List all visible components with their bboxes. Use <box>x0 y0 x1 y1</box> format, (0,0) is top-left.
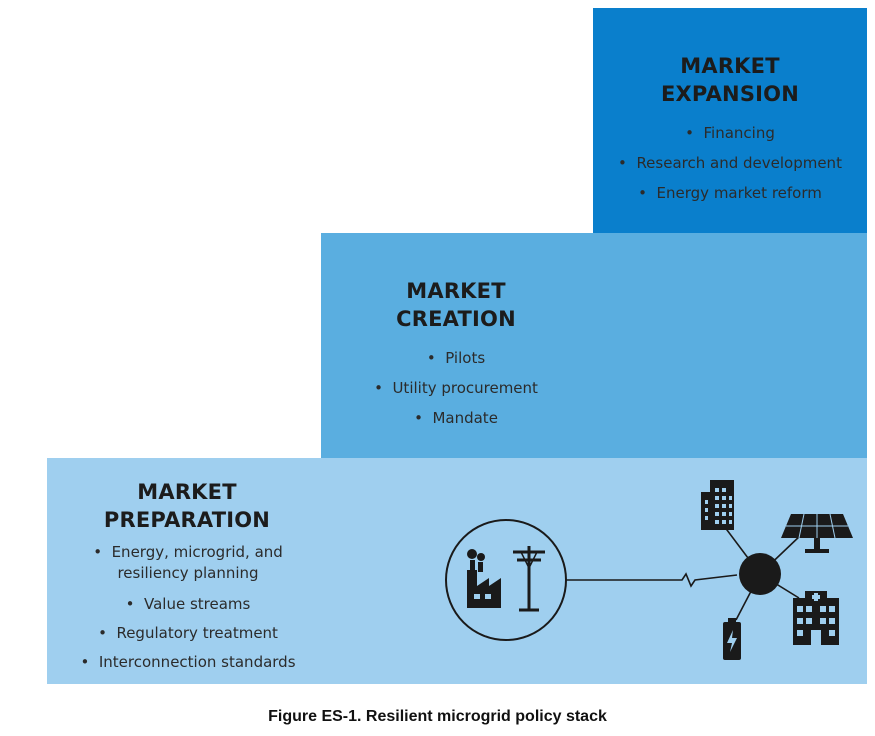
preparation-heading-line2: PREPARATION <box>103 508 271 532</box>
expansion-item-financing: Financing <box>593 118 867 148</box>
expansion-item-market-reform: Energy market reform <box>593 178 867 208</box>
expansion-heading-line1: MARKET <box>680 54 780 78</box>
preparation-item-interconnection: Interconnection standards <box>65 648 311 677</box>
preparation-bullet-list: Energy, microgrid, and resiliency planni… <box>65 542 311 677</box>
solar-panel-icon <box>781 513 853 553</box>
expansion-heading: MARKET EXPANSION <box>593 52 867 108</box>
creation-item-utility-procurement: Utility procurement <box>361 373 551 403</box>
creation-heading-line1: MARKET <box>406 279 506 303</box>
tier-market-creation: MARKET CREATION Pilots Utility procureme… <box>321 233 867 459</box>
preparation-heading-line1: MARKET <box>137 480 237 504</box>
preparation-item-planning: Energy, microgrid, and resiliency planni… <box>65 542 311 590</box>
preparation-item-value-streams: Value streams <box>65 590 311 619</box>
battery-icon <box>723 618 741 660</box>
utility-circle <box>445 519 567 641</box>
figure-caption: Figure ES-1. Resilient microgrid policy … <box>268 708 607 725</box>
creation-item-pilots: Pilots <box>361 343 551 373</box>
power-plant-icon <box>467 549 501 608</box>
tier-market-expansion: MARKET EXPANSION Financing Research and … <box>593 8 867 234</box>
microgrid-network-illustration <box>445 480 853 660</box>
creation-heading-line2: CREATION <box>396 307 516 331</box>
utility-pole-icon <box>513 546 545 612</box>
expansion-item-research: Research and development <box>593 148 867 178</box>
creation-item-mandate: Mandate <box>361 403 551 433</box>
office-building-icon <box>701 480 734 530</box>
hospital-icon <box>793 591 839 645</box>
preparation-item-regulatory: Regulatory treatment <box>65 619 311 648</box>
expansion-bullet-list: Financing Research and development Energ… <box>593 118 867 208</box>
grid-link-line <box>566 572 738 588</box>
creation-heading: MARKET CREATION <box>361 277 551 333</box>
preparation-heading: MARKET PREPARATION <box>67 478 307 534</box>
hub-node-icon <box>739 553 781 595</box>
tier-market-preparation: MARKET PREPARATION Energy, microgrid, an… <box>47 458 867 684</box>
expansion-heading-line2: EXPANSION <box>661 82 799 106</box>
creation-bullet-list: Pilots Utility procurement Mandate <box>361 343 551 433</box>
